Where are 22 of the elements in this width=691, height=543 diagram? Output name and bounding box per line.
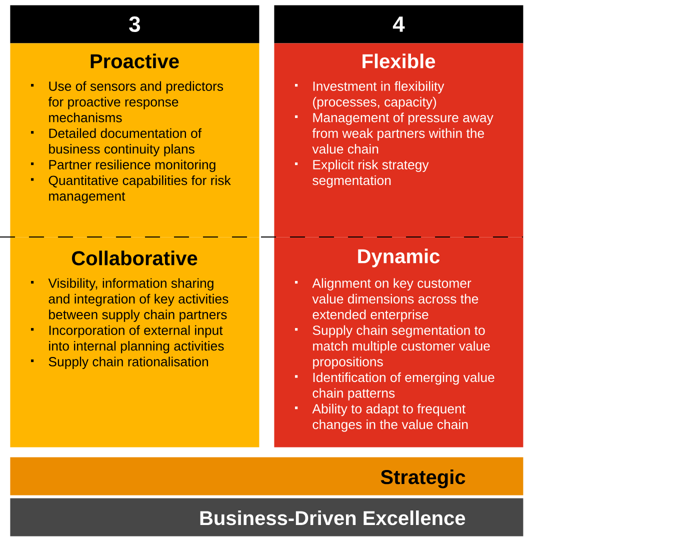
bullet-item: Management of pressure away from weak partners within the value chain: [312, 112, 494, 154]
level-band: Strategic: [10, 457, 524, 496]
bullet-item: Visibility, information sharing and integration of key activities between supply chain partners: [48, 278, 228, 322]
bullet-item: Explicit risk strategy segmentation: [312, 160, 429, 188]
bullet-item: Use of sensors and predictors for proactive response mechanisms: [48, 81, 224, 122]
bullet-item: Supply chain rationalisation: [48, 356, 208, 369]
bullet-item: Incorporation of external input into internal planning activities: [49, 325, 224, 354]
bullet-item: Detailed documentation of business continuity plans: [49, 128, 202, 156]
panel-heading: Flexible: [362, 54, 436, 68]
bullet-item: Ability to adapt to frequent changes in the value chain: [312, 404, 468, 432]
panel-heading: Proactive: [90, 54, 179, 68]
number-header: 4: [274, 5, 524, 44]
bullet-item: Identification of emerging value chain patterns: [312, 372, 494, 400]
bullet-item: Supply chain segmentation to match multiple customer value propositions: [312, 325, 490, 369]
number-header: 3: [10, 5, 260, 44]
level-band: Business-Driven Excellence: [10, 498, 524, 536]
bullet-item: Investment in flexibility (processes, capacity): [313, 81, 444, 110]
bullet-item: Partner resilience monitoring: [49, 160, 216, 172]
bullet-item: Alignment on key customer value dimensions across the extended enterprise: [312, 278, 478, 322]
bullet-item: Quantitative capabilities for risk management: [48, 175, 231, 204]
panel-heading: Dynamic: [358, 248, 440, 268]
panel-heading: Collaborative: [72, 250, 198, 266]
